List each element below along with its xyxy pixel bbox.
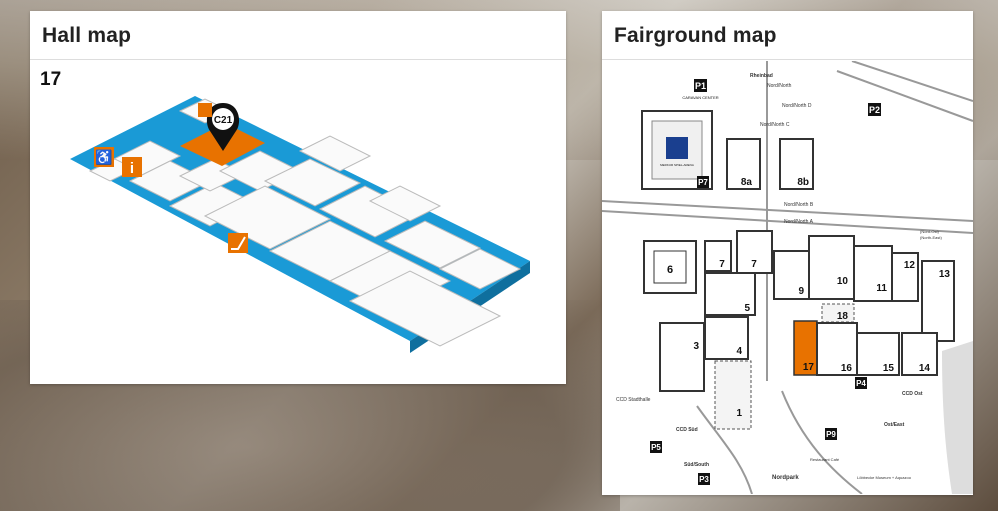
hall-7[interactable]: 7 [736, 230, 773, 274]
svg-text:P4: P4 [856, 379, 866, 388]
svg-text:P7: P7 [698, 178, 708, 187]
hall-18[interactable]: 18 [821, 303, 855, 323]
hall-6[interactable]: 6 [643, 240, 697, 294]
fairground-plan[interactable]: P1 CARAVAN CENTER Rheinbad Nord/North No… [602, 61, 973, 494]
hall-1[interactable]: 1 [714, 360, 752, 430]
parking-p5[interactable]: P5 [650, 441, 662, 453]
hall-12[interactable]: 12 [891, 252, 919, 302]
hall-5[interactable]: 5 [704, 272, 756, 316]
label-nordpark: Nordpark [772, 475, 799, 481]
svg-text:1: 1 [736, 408, 742, 419]
hall-10[interactable]: 10 [808, 235, 855, 300]
svg-text:P1: P1 [695, 81, 706, 91]
wheelchair-icon: ♿ [94, 147, 114, 167]
svg-text:12: 12 [904, 260, 916, 271]
hall-9[interactable]: 9 [773, 250, 810, 300]
label-restaurant: Restaurant Café [810, 457, 840, 462]
svg-text:6: 6 [667, 264, 673, 276]
svg-text:5: 5 [744, 303, 750, 314]
svg-text:16: 16 [841, 363, 853, 374]
label-ost-east: Ost/East [884, 422, 905, 428]
hall-11[interactable]: 11 [853, 245, 893, 302]
label-north-east: (North-East) [920, 235, 942, 240]
hall-floor-plan[interactable]: C21 ♿ i [30, 11, 566, 384]
info-icon: i [122, 157, 142, 177]
escalator-icon [228, 233, 248, 253]
hall-4[interactable]: 4 [704, 316, 749, 360]
svg-text:15: 15 [883, 363, 895, 374]
svg-text:17: 17 [803, 362, 815, 373]
label-sued-south: Süd/South [684, 462, 709, 468]
svg-text:10: 10 [837, 276, 849, 287]
elevator-icon [198, 103, 212, 117]
label-nord-north: Nord/North [767, 83, 792, 89]
hall-14[interactable]: 14 [901, 332, 938, 376]
hall-map-title: Hall map [30, 11, 566, 60]
svg-text:8b: 8b [797, 177, 809, 188]
fairground-map-title: Fairground map [602, 11, 973, 60]
label-ccd-ost: CCD Ost [902, 391, 923, 397]
roads [602, 61, 973, 494]
hall-16[interactable]: 16 [816, 322, 858, 376]
label-rheinbad: Rheinbad [750, 73, 773, 79]
svg-text:P5: P5 [651, 443, 661, 452]
svg-text:14: 14 [919, 363, 931, 374]
svg-text:7: 7 [751, 259, 757, 270]
label-loebbecke: Löbbecke Museum + Aquazoo [857, 475, 912, 480]
svg-text:9: 9 [798, 286, 804, 297]
label-nord-north-b: Nord/North B [784, 202, 814, 208]
svg-text:P9: P9 [826, 430, 836, 439]
hall-number: 17 [40, 69, 62, 90]
svg-text:P2: P2 [869, 105, 880, 115]
booth-marker[interactable]: C21 [206, 103, 240, 151]
hall-map-card: Hall map 17 [30, 11, 566, 384]
merkur-arena[interactable]: MERKUR SPIEL-ARENA P7 [641, 110, 713, 190]
label-nord-north-c: Nord/North C [760, 122, 790, 128]
parking-p2[interactable]: P2 [868, 103, 881, 116]
label-nord-ost: (Nord-Ost) [920, 229, 940, 234]
hall-8b[interactable]: 8b [779, 138, 814, 190]
svg-text:P3: P3 [699, 475, 709, 484]
svg-text:i: i [130, 160, 134, 177]
label-ccd-sued: CCD Süd [676, 427, 698, 433]
booth-marker-label: C21 [214, 115, 233, 126]
fairground-map-card: Fairground map P1 CARAVAN CENTER Rheinba… [602, 11, 973, 495]
river-edge [942, 341, 973, 494]
svg-text:CARAVAN CENTER: CARAVAN CENTER [682, 95, 718, 100]
label-nord-north-a: Nord/North A [784, 219, 814, 225]
svg-text:3: 3 [693, 341, 699, 352]
hall-13[interactable]: 13 [921, 260, 955, 342]
svg-text:4: 4 [736, 346, 742, 357]
svg-text:MERKUR SPIEL-ARENA: MERKUR SPIEL-ARENA [660, 163, 694, 167]
parking-p9[interactable]: P9 [825, 428, 837, 440]
hall-3[interactable]: 3 [659, 322, 705, 392]
parking-p4[interactable]: P4 [855, 377, 867, 389]
svg-text:7: 7 [719, 259, 725, 270]
hall-8a[interactable]: 8a [726, 138, 761, 190]
parking-p3[interactable]: P3 [698, 473, 710, 485]
parking-p1[interactable]: P1 CARAVAN CENTER [682, 79, 719, 100]
label-ccd-stadthalle: CCD Stadthalle [616, 397, 651, 403]
label-nord-north-d: Nord/North D [782, 103, 812, 109]
hall-7a[interactable]: 7 [704, 240, 732, 272]
svg-text:13: 13 [939, 269, 951, 280]
svg-text:8a: 8a [741, 177, 753, 188]
svg-text:18: 18 [837, 311, 849, 322]
svg-text:♿: ♿ [95, 149, 112, 166]
hall-15[interactable]: 15 [856, 332, 900, 376]
hall-17[interactable]: 17 [793, 320, 818, 376]
svg-text:11: 11 [876, 283, 887, 294]
